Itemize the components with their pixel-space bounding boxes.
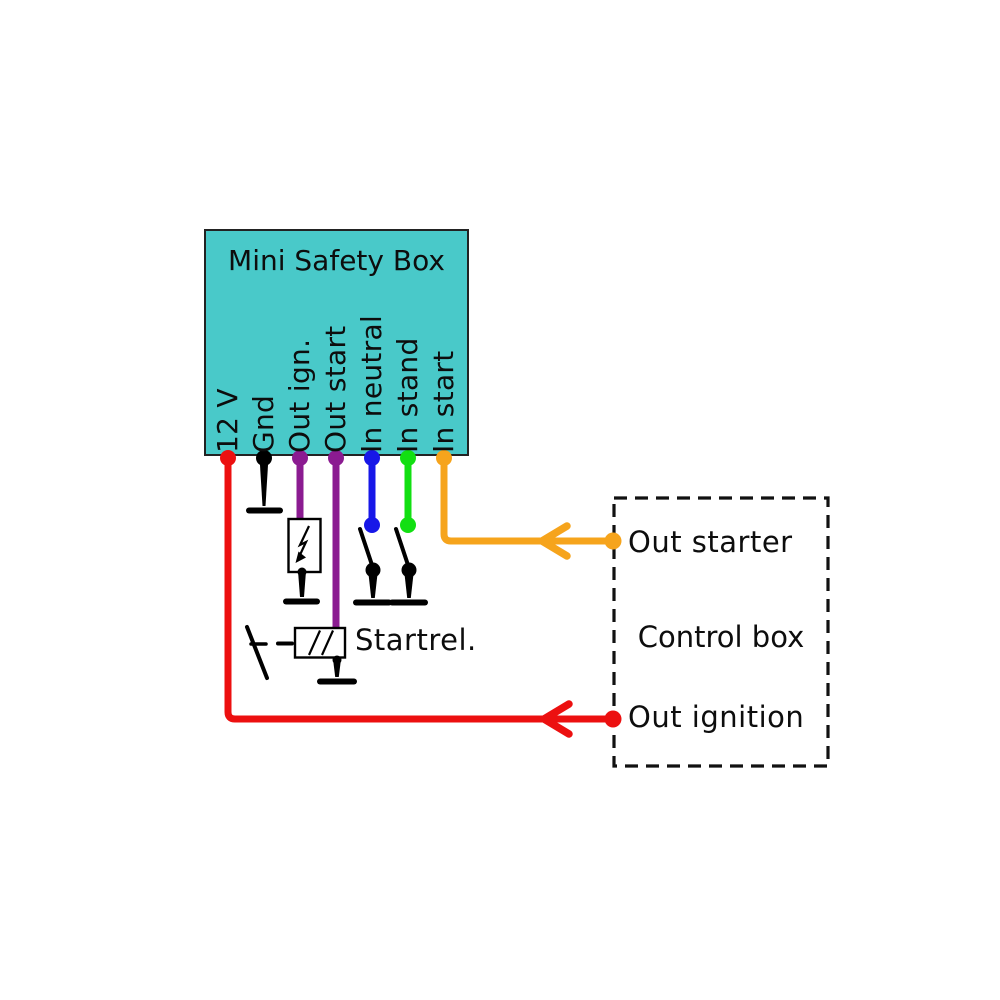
control-box-outline (612, 496, 830, 768)
control-box-out-starter-label: Out starter (628, 525, 793, 559)
control-box-out-ignition-label: Out ignition (628, 700, 805, 734)
relay-gnd-wedge (333, 659, 341, 677)
pin-dot-out-start (328, 450, 344, 466)
orange-wire-end-dot (604, 532, 622, 550)
wire-in-stand (389, 450, 428, 606)
wire-in-neutral (353, 450, 392, 606)
arrow-left-orange-icon (534, 522, 571, 560)
switch-lever-icon (394, 527, 411, 570)
pin-dot-in-neutral (364, 450, 380, 466)
pin-dot-out-ign (292, 450, 308, 466)
pin-label-12v: 12 V (211, 388, 244, 453)
wire-gnd (246, 450, 283, 514)
flasher-component (283, 517, 322, 605)
control-box-title: Control box (637, 620, 805, 654)
flasher-gnd-wedge (298, 571, 306, 597)
wire-out-start (328, 450, 344, 636)
relay-switch-lever-icon (245, 625, 269, 680)
red-wire-end-dot (604, 710, 622, 728)
orange-wire-path (440, 458, 613, 545)
pin-label-in-start: In start (427, 350, 460, 453)
switch-contact-dot (365, 562, 381, 578)
start-relay (245, 625, 357, 685)
wire-in-start-orange (436, 450, 622, 560)
red-wire-path (224, 458, 613, 723)
switch-gnd-wedge (368, 574, 378, 598)
arrow-left-red-icon (536, 700, 573, 738)
relay-hatch-2 (320, 630, 335, 656)
pin-label-gnd: Gnd (247, 394, 280, 453)
pin-dot-in-start (436, 450, 452, 466)
switch-gnd-wedge (404, 574, 414, 598)
pin-dot-12v (220, 450, 236, 466)
relay-hatch-1 (307, 630, 322, 656)
pin-label-in-stand: In stand (391, 337, 424, 453)
mini-safety-box-body (204, 229, 469, 456)
pin-dot-in-stand (400, 450, 416, 466)
wire-12v-red (220, 450, 622, 738)
safety-box-title: Mini Safety Box (228, 244, 445, 277)
flash-bolt-arrowhead (295, 551, 306, 563)
wire-out-ign (292, 450, 308, 526)
blue-contact-dot (364, 517, 380, 533)
pin-label-out-start: Out start (319, 325, 352, 453)
gnd-wedge (259, 457, 269, 506)
pin-label-out-ign: Out ign. (283, 338, 316, 453)
pin-label-in-neutral: In neutral (355, 314, 388, 453)
start-relay-label: Startrel. (355, 623, 477, 657)
switch-lever-icon (358, 527, 375, 570)
flash-bolt-icon (297, 525, 310, 558)
green-contact-dot (400, 517, 416, 533)
switch-contact-dot (401, 562, 417, 578)
